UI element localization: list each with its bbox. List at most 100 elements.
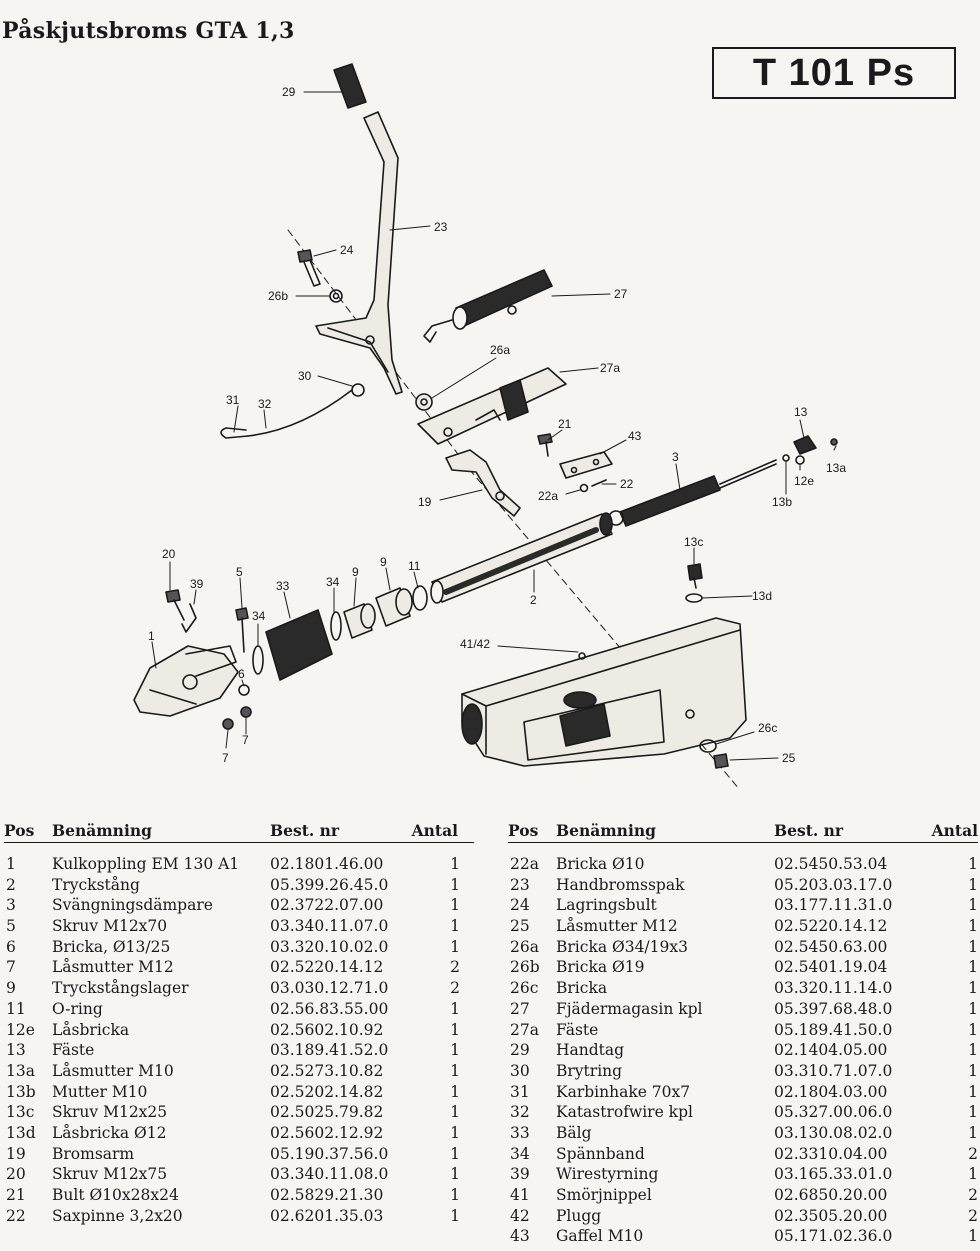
cell-pos: 26a <box>510 937 539 956</box>
callout-label: 9 <box>380 555 387 569</box>
callout-label: 32 <box>258 397 272 411</box>
cell-quantity: 1 <box>450 855 460 873</box>
cell-name: Låsbricka Ø12 <box>52 1123 167 1142</box>
callout-label: 30 <box>298 369 312 383</box>
cell-part-number: 02.1804.03.00 <box>774 1082 888 1101</box>
cell-name: Låsmutter M12 <box>52 958 174 977</box>
cell-part-number: 03.320.10.02.0 <box>270 937 389 956</box>
cell-part-number: 02.5202.14.82 <box>270 1082 384 1101</box>
cell-part-number: 02.5401.19.04 <box>774 958 888 977</box>
callout-label: 5 <box>236 565 243 579</box>
cell-name: Bricka, Ø13/25 <box>52 937 171 956</box>
cell-part-number: 03.320.11.14.0 <box>774 979 893 998</box>
cell-name: Mutter M10 <box>52 1082 148 1101</box>
callout-label: 33 <box>276 579 290 593</box>
cell-quantity: 1 <box>968 896 978 915</box>
cell-pos: 32 <box>510 1103 530 1122</box>
cell-name: Låsmutter M12 <box>556 917 678 936</box>
cell-name: Lagringsbult <box>556 896 657 915</box>
cell-pos: 12e <box>6 1020 35 1039</box>
cell-name: Tryckstång <box>52 875 140 894</box>
cell-quantity: 1 <box>968 1227 978 1246</box>
diagram-callouts: 29 23 24 26b 27 26a 27a 30 31 32 21 43 1… <box>148 85 846 765</box>
cell-name: Handtag <box>556 1041 625 1060</box>
cell-pos: 5 <box>6 917 16 936</box>
cell-name: O-ring <box>52 999 103 1018</box>
cell-pos: 27a <box>510 1020 539 1039</box>
cell-part-number: 03.130.08.02.0 <box>774 1123 893 1142</box>
cell-quantity: 1 <box>450 1206 460 1225</box>
cell-pos: 27 <box>510 999 530 1018</box>
callout-label: 2 <box>530 593 537 607</box>
cell-pos: 30 <box>510 1061 530 1080</box>
cell-name: Bult Ø10x28x24 <box>52 1186 179 1204</box>
callout-label: 34 <box>326 575 340 589</box>
cell-quantity: 1 <box>450 917 460 936</box>
page-title: Påskjutsbroms GTA 1,3 <box>2 18 295 44</box>
cell-part-number: 03.340.11.08.0 <box>270 1165 389 1184</box>
cell-name: Wirestyrning <box>556 1165 659 1184</box>
cell-pos: 29 <box>510 1041 530 1060</box>
callout-label: 39 <box>190 577 204 591</box>
callout-label: 43 <box>628 429 642 443</box>
cell-name: Bälg <box>556 1123 592 1142</box>
callout-label: 12e <box>794 474 814 488</box>
cell-part-number: 05.399.26.45.0 <box>270 875 389 894</box>
cell-quantity: 1 <box>968 1061 978 1080</box>
cell-pos: 33 <box>510 1123 530 1142</box>
callout-label: 1 <box>148 629 155 643</box>
cell-name: Katastrofwire kpl <box>556 1103 693 1122</box>
cell-pos: 6 <box>6 937 16 956</box>
cell-pos: 11 <box>6 999 26 1018</box>
cell-quantity: 1 <box>450 937 460 956</box>
cell-quantity: 2 <box>450 979 460 998</box>
cell-pos: 13c <box>6 1103 35 1122</box>
cell-name: Låsmutter M10 <box>52 1061 174 1080</box>
cell-name: Fäste <box>556 1020 599 1039</box>
cell-quantity: 2 <box>968 1144 978 1163</box>
callout-label: 19 <box>418 495 432 509</box>
callout-label: 29 <box>282 85 296 99</box>
callout-label: 7 <box>222 751 229 765</box>
cell-part-number: 02.5602.12.92 <box>270 1123 384 1142</box>
cell-pos: 3 <box>6 896 16 915</box>
cell-pos: 2 <box>6 875 16 894</box>
cell-quantity: 1 <box>450 1186 460 1204</box>
callout-label: 7 <box>242 733 249 747</box>
cell-name: Tryckstångslager <box>52 979 189 998</box>
cell-part-number: 02.3310.04.00 <box>774 1144 888 1163</box>
cell-quantity: 1 <box>450 1061 460 1080</box>
cell-quantity: 1 <box>968 855 978 873</box>
drawbar-housing-part <box>461 617 747 767</box>
callout-label: 13 <box>794 405 808 419</box>
bearing-bolt-part <box>297 249 321 287</box>
cell-part-number: 02.5220.14.12 <box>270 958 384 977</box>
cell-quantity: 1 <box>968 917 978 936</box>
cell-pos: 13a <box>6 1061 35 1080</box>
callout-label: 41/42 <box>460 637 490 651</box>
cell-name: Bricka <box>556 979 608 998</box>
cell-part-number: 02.56.83.55.00 <box>270 999 389 1018</box>
cell-pos: 9 <box>6 979 16 998</box>
document-code-box: T 101 Ps <box>712 47 956 99</box>
cell-part-number: 05.203.03.17.0 <box>774 875 893 894</box>
